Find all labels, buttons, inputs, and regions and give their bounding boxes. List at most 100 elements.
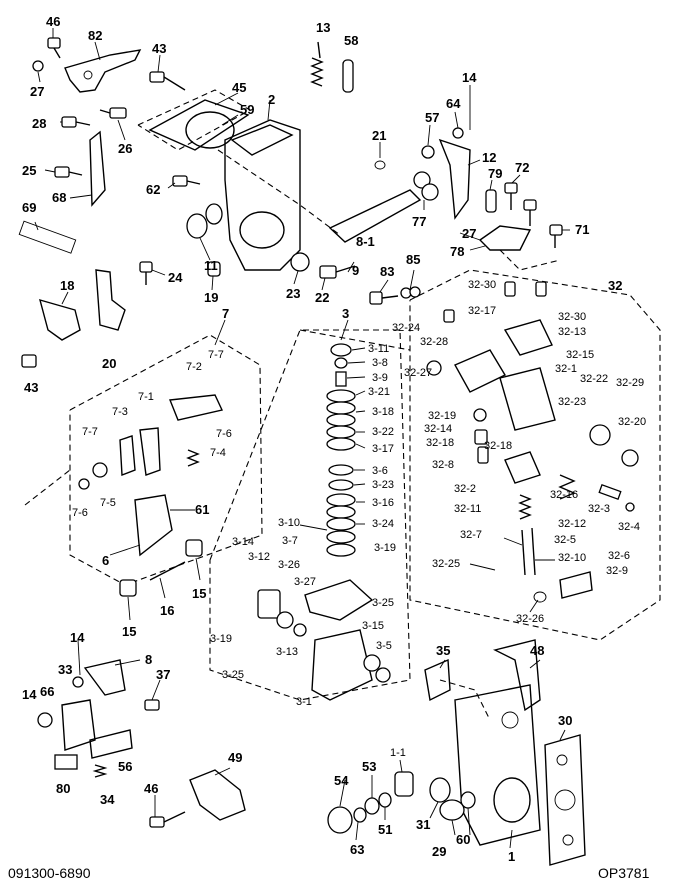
label-28: 28 — [32, 116, 46, 131]
label-3-9: 3-9 — [372, 372, 388, 384]
label-32-14: 32-14 — [424, 423, 452, 435]
label-3-11: 3-11 — [368, 343, 389, 355]
label-32-7: 32-7 — [460, 529, 482, 541]
label-32-2: 32-2 — [454, 483, 476, 495]
label-80: 80 — [56, 781, 70, 796]
label-32-22: 32-22 — [580, 373, 608, 385]
label-51: 51 — [378, 822, 392, 837]
label-31: 31 — [416, 817, 430, 832]
label-32-25: 32-25 — [432, 558, 460, 570]
label-23: 23 — [286, 286, 300, 301]
label-7-3: 7-3 — [112, 406, 128, 418]
label-32-13: 32-13 — [558, 326, 586, 338]
label-15b: 15 — [122, 624, 136, 639]
label-34: 34 — [100, 792, 115, 807]
label-7-2: 7-2 — [186, 361, 202, 373]
label-14b: 14 — [70, 630, 85, 645]
group-outlines — [24, 89, 661, 721]
label-61: 61 — [195, 502, 209, 517]
label-32-19: 32-19 — [428, 410, 456, 422]
label-21: 21 — [372, 128, 386, 143]
label-29: 29 — [432, 844, 446, 859]
label-54: 54 — [334, 773, 349, 788]
label-32-1: 32-1 — [555, 363, 577, 375]
leader-lines — [34, 28, 570, 849]
label-43: 43 — [152, 41, 166, 56]
governor-stack — [257, 343, 391, 701]
label-77: 77 — [412, 214, 426, 229]
label-32-8: 32-8 — [432, 459, 454, 471]
label-3-25a: 3-25 — [372, 597, 394, 609]
label-22: 22 — [315, 290, 329, 305]
label-3-22: 3-22 — [372, 426, 394, 438]
label-3-21: 3-21 — [368, 386, 390, 398]
label-68: 68 — [52, 190, 66, 205]
label-3-8: 3-8 — [372, 357, 388, 369]
label-14c: 14 — [22, 687, 37, 702]
label-32-12: 32-12 — [558, 518, 586, 530]
label-3-19a: 3-19 — [374, 542, 396, 554]
label-43b: 43 — [24, 380, 38, 395]
label-3-24: 3-24 — [372, 518, 394, 530]
label-53: 53 — [362, 759, 376, 774]
label-3-15: 3-15 — [362, 620, 384, 632]
label-11: 11 — [204, 258, 218, 273]
label-32-26: 32-26 — [516, 613, 544, 625]
label-32-30b: 32-30 — [558, 311, 586, 323]
label-72: 72 — [515, 160, 529, 175]
label-32-6: 32-6 — [608, 550, 630, 562]
footer-left-code: 091300-6890 — [8, 865, 91, 881]
label-20: 20 — [102, 356, 116, 371]
label-8-1: 8-1 — [356, 234, 375, 249]
label-30: 30 — [558, 713, 572, 728]
label-35: 35 — [436, 643, 450, 658]
label-83: 83 — [380, 264, 394, 279]
label-32-9: 32-9 — [606, 565, 628, 577]
label-32-30a: 32-30 — [468, 279, 496, 291]
label-9: 9 — [352, 263, 359, 278]
label-32: 32 — [608, 278, 622, 293]
label-6: 6 — [102, 553, 109, 568]
label-26: 26 — [118, 141, 132, 156]
label-3-19b: 3-19 — [210, 633, 232, 645]
label-3-1: 3-1 — [296, 696, 312, 708]
label-12: 12 — [482, 150, 496, 165]
label-64: 64 — [446, 96, 461, 111]
label-3-7: 3-7 — [282, 535, 298, 547]
label-7: 7 — [222, 306, 229, 321]
label-66: 66 — [40, 684, 54, 699]
label-32-3: 32-3 — [588, 503, 610, 515]
footer-right-code: OP3781 — [598, 865, 650, 881]
label-37: 37 — [156, 667, 170, 682]
label-3-23: 3-23 — [372, 479, 394, 491]
label-45: 45 — [232, 80, 246, 95]
label-7-6b: 7-6 — [72, 507, 88, 519]
label-3-25b: 3-25 — [222, 669, 244, 681]
label-60: 60 — [456, 832, 470, 847]
label-32-27: 32-27 — [404, 367, 432, 379]
label-8: 8 — [145, 652, 152, 667]
label-7-7a: 7-7 — [208, 349, 224, 361]
label-79: 79 — [488, 166, 502, 181]
label-3-26: 3-26 — [278, 559, 300, 571]
label-59: 59 — [240, 102, 254, 117]
label-82: 82 — [88, 28, 102, 43]
label-71: 71 — [575, 222, 589, 237]
label-46: 46 — [46, 14, 60, 29]
label-69: 69 — [22, 200, 36, 215]
label-2: 2 — [268, 92, 275, 107]
label-63: 63 — [350, 842, 364, 857]
label-7-1: 7-1 — [138, 391, 154, 403]
label-3-16: 3-16 — [372, 497, 394, 509]
label-3-14: 3-14 — [232, 536, 254, 548]
label-32-15: 32-15 — [566, 349, 594, 361]
label-48: 48 — [530, 643, 544, 658]
label-32-18b: 32-18 — [484, 440, 512, 452]
part-labels: 46 82 27 43 13 58 45 59 2 28 26 21 57 64… — [22, 14, 646, 864]
label-32-24: 32-24 — [392, 322, 420, 334]
label-85: 85 — [406, 252, 420, 267]
label-32-20: 32-20 — [618, 416, 646, 428]
label-3-18: 3-18 — [372, 406, 394, 418]
label-1-1: 1-1 — [390, 747, 406, 759]
